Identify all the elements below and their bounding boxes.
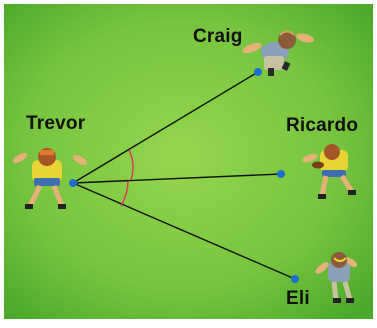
ricardo-player-figure <box>302 144 356 199</box>
point-craig <box>254 68 262 76</box>
point-ricardo <box>277 170 285 178</box>
line-trevor-eli <box>72 182 296 280</box>
eli-label: Eli <box>286 288 310 309</box>
field-background <box>4 4 373 319</box>
line-trevor-craig <box>72 71 259 184</box>
craig-label: Craig <box>193 26 243 47</box>
line-trevor-ricardo <box>72 173 282 184</box>
point-trevor <box>69 179 77 187</box>
ricardo-label: Ricardo <box>286 115 359 136</box>
craig-player-figure <box>242 30 314 76</box>
point-eli <box>291 275 299 283</box>
angle-arc-lower <box>120 180 129 207</box>
angle-arc-upper <box>128 149 134 181</box>
trevor-player-figure <box>12 148 88 209</box>
trevor-label: Trevor <box>26 113 86 134</box>
eli-player-figure <box>315 252 358 303</box>
